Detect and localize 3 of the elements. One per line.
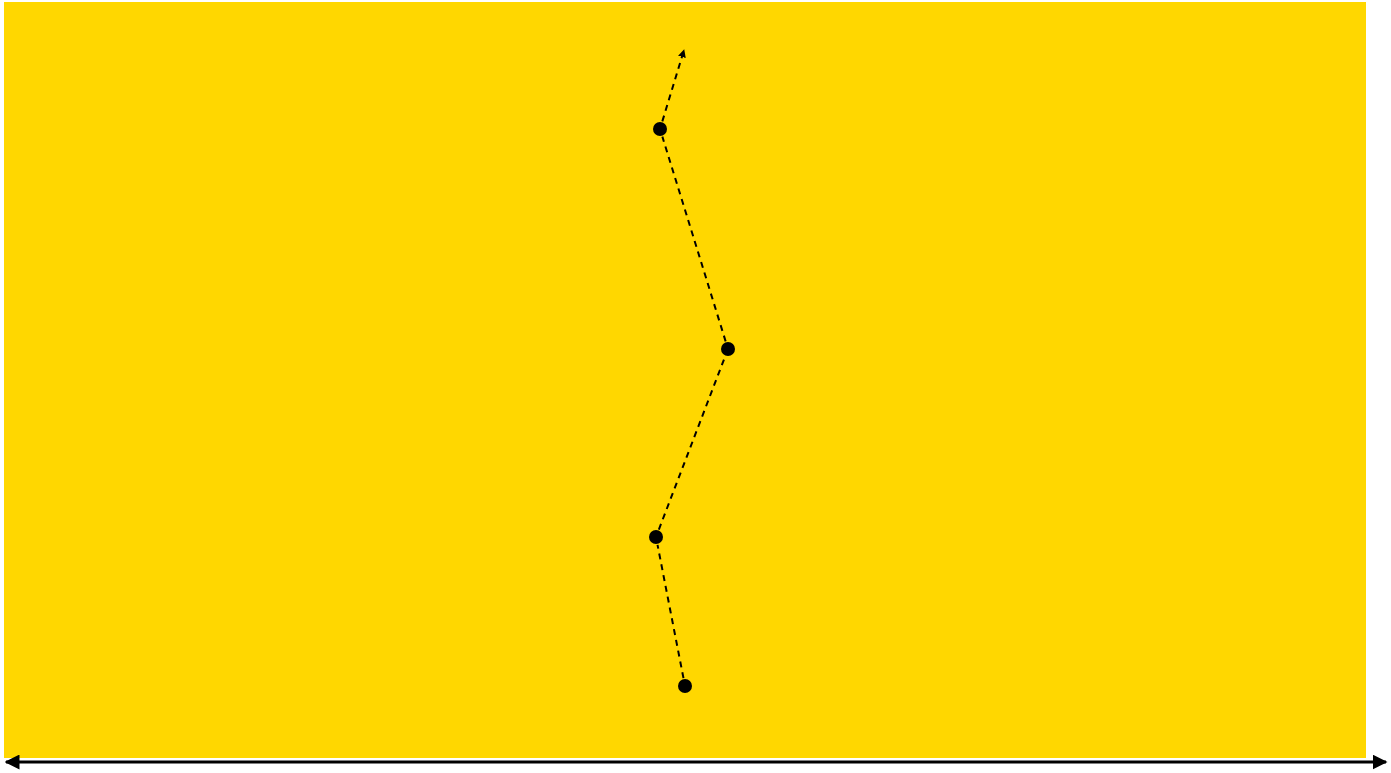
arrow <box>661 49 686 123</box>
dashed-line <box>656 543 685 680</box>
dashed-line <box>661 135 727 343</box>
